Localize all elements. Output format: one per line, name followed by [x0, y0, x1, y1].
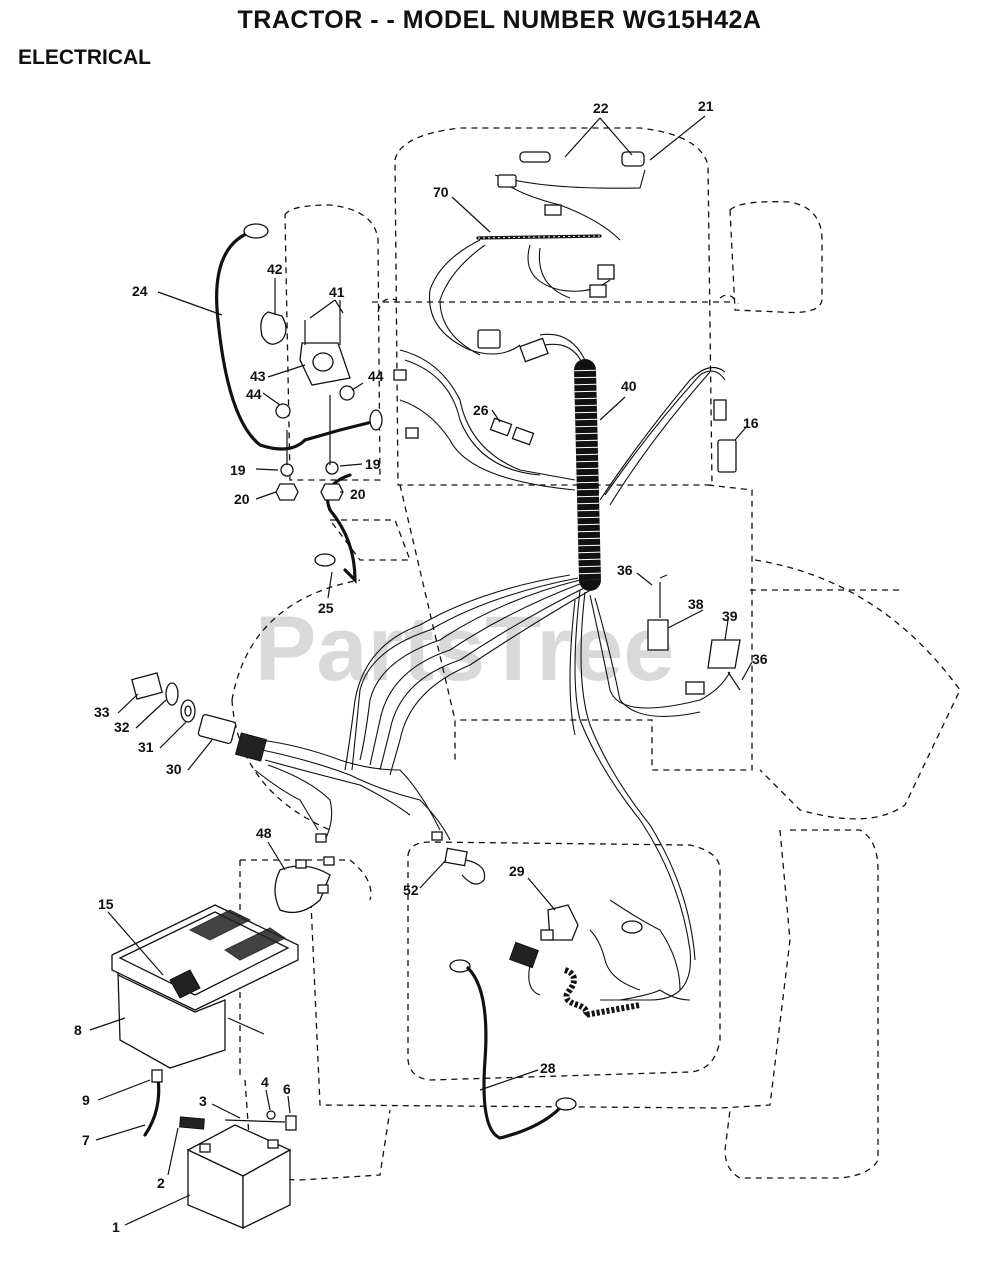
ignition-switch-group [131, 672, 268, 762]
ground-wire-28 [449, 959, 577, 1140]
callout-32: 32 [114, 719, 130, 735]
callout-8: 8 [74, 1022, 82, 1038]
callout-15: 15 [98, 896, 114, 912]
battery-cable-24 [215, 223, 383, 584]
callout-43: 43 [250, 368, 266, 384]
callout-29: 29 [509, 863, 525, 879]
section-title: ELECTRICAL [18, 46, 151, 69]
callout-2: 2 [157, 1175, 165, 1191]
upper-connectors [393, 151, 737, 473]
callout-38: 38 [688, 596, 704, 612]
callout-33: 33 [94, 704, 110, 720]
callout-19a: 19 [230, 462, 246, 478]
callout-52: 52 [403, 882, 419, 898]
callout-24: 24 [132, 283, 148, 299]
callout-9: 9 [82, 1092, 90, 1108]
connector-48 [274, 831, 443, 914]
switch-29 [509, 904, 643, 996]
callout-36a: 36 [617, 562, 633, 578]
bracket-switch-38-39 [647, 582, 741, 695]
callout-6: 6 [283, 1081, 291, 1097]
callout-30: 30 [166, 761, 182, 777]
relay-52 [444, 847, 486, 885]
callout-16: 16 [743, 415, 759, 431]
page-title: TRACTOR - - MODEL NUMBER WG15H42A [237, 6, 762, 34]
callout-20a: 20 [234, 491, 250, 507]
callout-70: 70 [433, 184, 449, 200]
callout-42: 42 [267, 261, 283, 277]
callout-41: 41 [329, 284, 345, 300]
callout-48: 48 [256, 825, 272, 841]
callout-1: 1 [112, 1219, 120, 1235]
callout-39: 39 [722, 608, 738, 624]
callout-3: 3 [199, 1093, 207, 1109]
callout-25: 25 [318, 600, 334, 616]
callout-36b: 36 [752, 651, 768, 667]
callout-44a: 44 [246, 386, 262, 402]
callout-26: 26 [473, 402, 489, 418]
solenoid-43 [260, 300, 355, 501]
callout-21: 21 [698, 98, 714, 114]
callout-40: 40 [621, 378, 637, 394]
callout-44b: 44 [368, 368, 384, 384]
callout-22: 22 [593, 100, 609, 116]
coiled-cord [563, 967, 691, 1020]
watermark-text: PartsTree [255, 598, 674, 700]
callout-7: 7 [82, 1132, 90, 1148]
leader-lines [89, 115, 753, 1226]
tractor-outline [231, 127, 961, 1181]
wire-loom-70 [476, 234, 602, 240]
battery-box-8 [111, 904, 299, 1069]
callout-4: 4 [261, 1074, 269, 1090]
callout-labels: 22 21 70 42 41 24 43 44 44 40 26 16 19 1… [74, 98, 768, 1235]
battery-1 [143, 1069, 297, 1230]
callout-28: 28 [540, 1060, 556, 1076]
callout-19b: 19 [365, 456, 381, 472]
callout-20b: 20 [350, 486, 366, 502]
conduit-40 [574, 359, 601, 591]
callout-31: 31 [138, 739, 154, 755]
